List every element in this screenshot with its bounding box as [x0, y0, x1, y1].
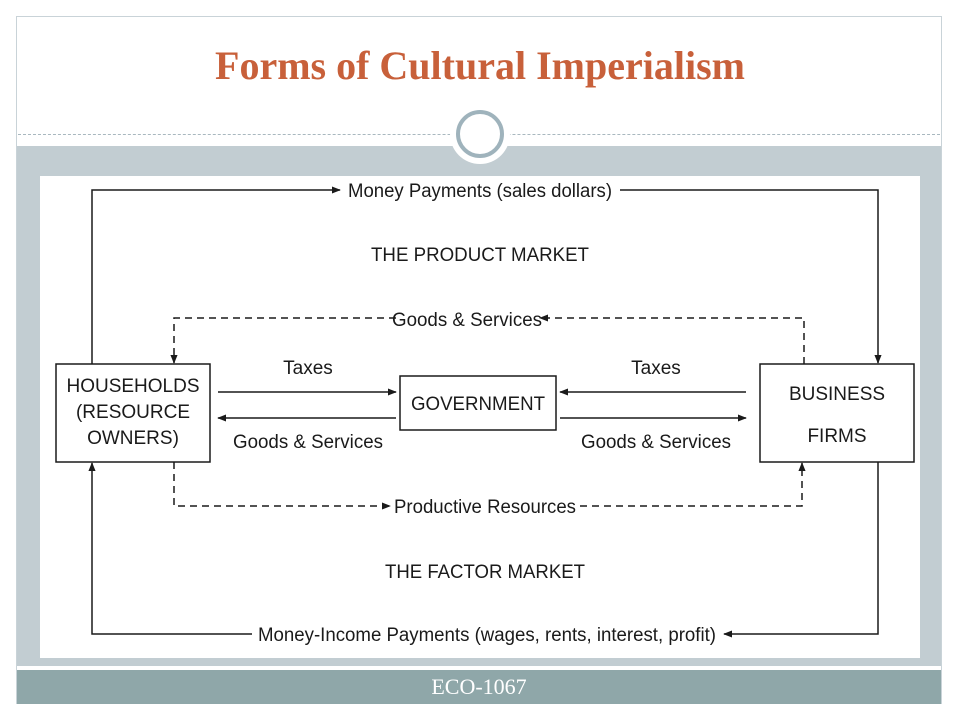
- divider-circle-icon: [450, 104, 510, 164]
- government-box: [399, 375, 557, 431]
- goods-services-left-label: Goods & Services: [233, 432, 383, 453]
- households-label-line3: OWNERS): [87, 428, 179, 449]
- money-payments-label: Money Payments (sales dollars): [348, 181, 612, 202]
- taxes-left-label: Taxes: [283, 358, 333, 379]
- goods-services-top-label: Goods & Services: [392, 310, 542, 331]
- households-label-line1: HOUSEHOLDS: [66, 376, 199, 397]
- productive-resources-label: Productive Resources: [394, 497, 576, 518]
- business-box: [759, 363, 915, 463]
- circular-flow-diagram: Money Payments (sales dollars) THE PRODU…: [40, 176, 920, 658]
- households-label-line2: (RESOURCE: [76, 402, 190, 423]
- goods-services-top-arrow-left: [170, 317, 396, 364]
- product-market-label: THE PRODUCT MARKET: [371, 245, 589, 266]
- government-label: GOVERNMENT: [411, 394, 545, 415]
- business-label-line1: BUSINESS: [789, 384, 885, 405]
- money-payments-arrow-right: [620, 189, 882, 364]
- business-label-line2: FIRMS: [807, 426, 866, 447]
- slide-footer: ECO-1067: [17, 670, 941, 704]
- slide-title: Forms of Cultural Imperialism: [215, 43, 745, 88]
- money-payments-arrow-left: [91, 186, 341, 364]
- money-income-arrow-left: [88, 462, 252, 635]
- households-box: [55, 363, 211, 463]
- factor-market-label: THE FACTOR MARKET: [385, 562, 585, 583]
- money-income-arrow-right: [723, 462, 879, 638]
- goods-services-top-arrow-right: [539, 314, 805, 364]
- goods-services-right-label: Goods & Services: [581, 432, 731, 453]
- taxes-right-label: Taxes: [631, 358, 681, 379]
- money-income-label: Money-Income Payments (wages, rents, int…: [258, 625, 716, 646]
- productive-resources-arrow-left: [173, 462, 391, 510]
- productive-resources-arrow-right: [580, 462, 806, 507]
